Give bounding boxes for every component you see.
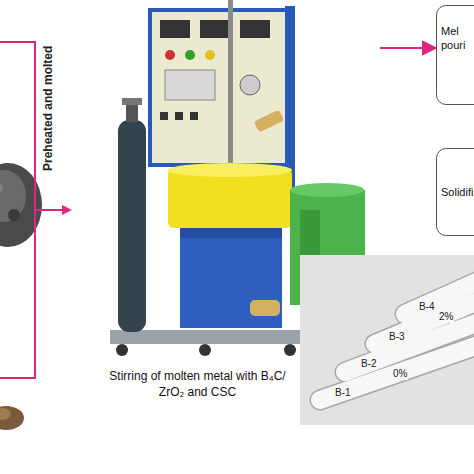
sample-tag: B-4	[418, 301, 436, 313]
stir-casting-furnace	[199, 344, 211, 356]
sample-image	[0, 406, 24, 430]
percentage-tag: 2%	[438, 311, 454, 323]
stir-casting-furnace	[180, 228, 282, 328]
sample-tag: B-1	[334, 387, 352, 399]
flow-bracket	[62, 205, 72, 215]
percentage-tag: 0%	[392, 368, 408, 380]
stir-casting-furnace	[290, 183, 364, 197]
stir-casting-furnace	[150, 10, 290, 165]
stir-casting-furnace	[190, 112, 198, 120]
step-label: Mel pouri	[441, 24, 471, 53]
stir-casting-furnace	[165, 50, 175, 60]
powder-image	[8, 209, 20, 221]
stir-casting-furnace	[160, 112, 168, 120]
process-figure: Stirring of molten metal with B₄C/ ZrO₂ …	[75, 5, 380, 406]
cast-rods-photo	[320, 276, 474, 400]
powder-image	[0, 170, 26, 222]
sample-image	[0, 408, 11, 420]
flow-bracket	[0, 42, 35, 378]
stir-casting-furnace	[284, 344, 296, 356]
flow-bracket	[0, 42, 72, 378]
stir-casting-furnace	[250, 300, 280, 316]
stir-casting-furnace	[110, 330, 300, 344]
cast-rods-photo	[320, 276, 474, 400]
stir-casting-furnace	[160, 20, 190, 38]
cast-rods-photo	[375, 296, 474, 344]
stir-casting-furnace	[168, 163, 292, 177]
flow-arrow	[380, 47, 436, 49]
stir-casting-furnace	[285, 6, 295, 191]
stir-casting-furnace	[118, 120, 146, 332]
stir-casting-furnace	[240, 20, 270, 38]
stir-casting-furnace	[180, 228, 282, 238]
stir-casting-furnace	[228, 0, 233, 175]
powder-image	[0, 183, 3, 193]
stir-casting-furnace	[254, 110, 284, 133]
stir-casting-furnace	[165, 70, 215, 100]
stir-casting-furnace	[126, 104, 138, 122]
stir-casting-furnace	[122, 98, 142, 105]
sample-image	[0, 406, 24, 430]
flow-bracket	[35, 209, 64, 211]
cast-rods-photo	[300, 255, 474, 425]
stir-casting-furnace	[200, 20, 230, 38]
process-box: Mel pouri	[436, 5, 474, 105]
sample-tag: B-2	[360, 358, 378, 370]
stir-casting-furnace	[185, 50, 195, 60]
cast-rods-photo	[405, 276, 474, 314]
stir-casting-furnace	[175, 112, 183, 120]
stir-casting-furnace	[205, 50, 215, 60]
stir-casting-furnace	[240, 75, 260, 95]
step-label: Solidifi	[441, 185, 474, 199]
process-box: Solidifi	[436, 148, 474, 236]
sample-tag: B-3	[388, 331, 406, 343]
step-caption: Stirring of molten metal with B₄C/ ZrO₂ …	[100, 369, 295, 400]
step-note: Preheated and molted	[42, 45, 54, 172]
stir-casting-furnace	[116, 344, 128, 356]
